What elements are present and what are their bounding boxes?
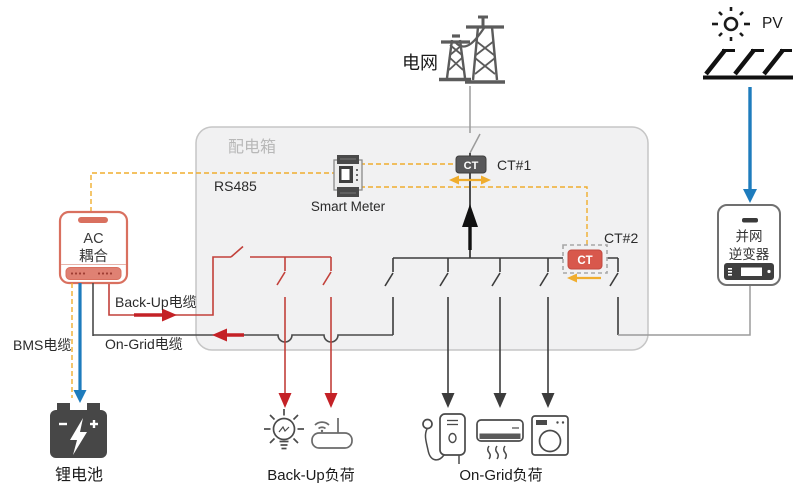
ongrid-cable-label: On-Grid电缆 — [105, 336, 183, 352]
ct2-sensor: CT — [562, 244, 608, 283]
ct2-badge: CT — [577, 255, 592, 267]
backup-load-arrow-2 — [324, 393, 338, 408]
main-breaker-blade — [469, 133, 481, 154]
ct1-label: CT#1 — [497, 157, 531, 173]
ac-coupler-name-1: AC — [83, 231, 103, 247]
backup-circuit — [108, 245, 332, 394]
pv-dc-arrow — [743, 87, 757, 203]
ongrid-flow-arrow — [212, 328, 244, 342]
rs485-line-ac-coupler-to-meter — [90, 172, 334, 212]
sun-icon — [712, 7, 750, 41]
rs485-label: RS485 — [214, 178, 257, 194]
transmission-tower-icon — [439, 15, 505, 84]
rs485-comm-lines — [90, 163, 588, 245]
ongrid-load-arrow-2 — [493, 393, 507, 408]
inverter-ac-line — [618, 286, 751, 336]
light-bulb-icon — [264, 409, 304, 450]
ct1-badge: CT — [464, 160, 479, 172]
battery-label: 锂电池 — [55, 466, 103, 484]
ac-coupler-name-2: 耦合 — [79, 248, 108, 265]
air-conditioner-icon — [476, 419, 524, 460]
backup-cable-label: Back-Up电缆 — [115, 294, 197, 310]
rs485-line-meter-to-ct2 — [360, 186, 588, 245]
washing-machine-icon — [531, 415, 569, 456]
distribution-box-label: 配电箱 — [228, 138, 276, 156]
ongrid-load-arrow-3 — [541, 393, 555, 408]
battery-icon — [50, 403, 107, 458]
backup-load-label: Back-Up负荷 — [267, 467, 355, 484]
wifi-router-icon — [311, 418, 353, 449]
pv-label: PV — [762, 15, 783, 32]
grid-import-arrow-head — [462, 204, 478, 227]
ongrid-load-label: On-Grid负荷 — [459, 467, 542, 484]
grid-label: 电网 — [402, 53, 438, 73]
bms-power-arrow — [73, 283, 87, 403]
backup-flow-arrow — [134, 308, 177, 322]
solar-panel-icon — [703, 48, 793, 80]
distribution-box: 配电箱 — [195, 126, 649, 351]
backup-breaker-blade — [230, 245, 244, 258]
water-heater-icon — [422, 413, 466, 464]
ct1-sensor: CT — [449, 155, 491, 185]
ongrid-load-arrow-1 — [441, 393, 455, 408]
smart-meter-icon — [333, 155, 363, 197]
backup-load-arrow-1 — [278, 393, 292, 408]
smart-meter-label: Smart Meter — [311, 199, 386, 214]
inverter-name-2: 逆变器 — [729, 247, 770, 262]
battery-bolt — [70, 418, 87, 455]
ac-coupler: AC 耦合 — [58, 210, 129, 285]
ct2-label: CT#2 — [604, 230, 638, 246]
grid-tied-inverter: 并网 逆变器 — [717, 204, 781, 286]
inverter-name-1: 并网 — [736, 229, 763, 244]
bms-cable-label: BMS电缆 — [13, 337, 71, 353]
ongrid-cable-line — [93, 334, 393, 343]
